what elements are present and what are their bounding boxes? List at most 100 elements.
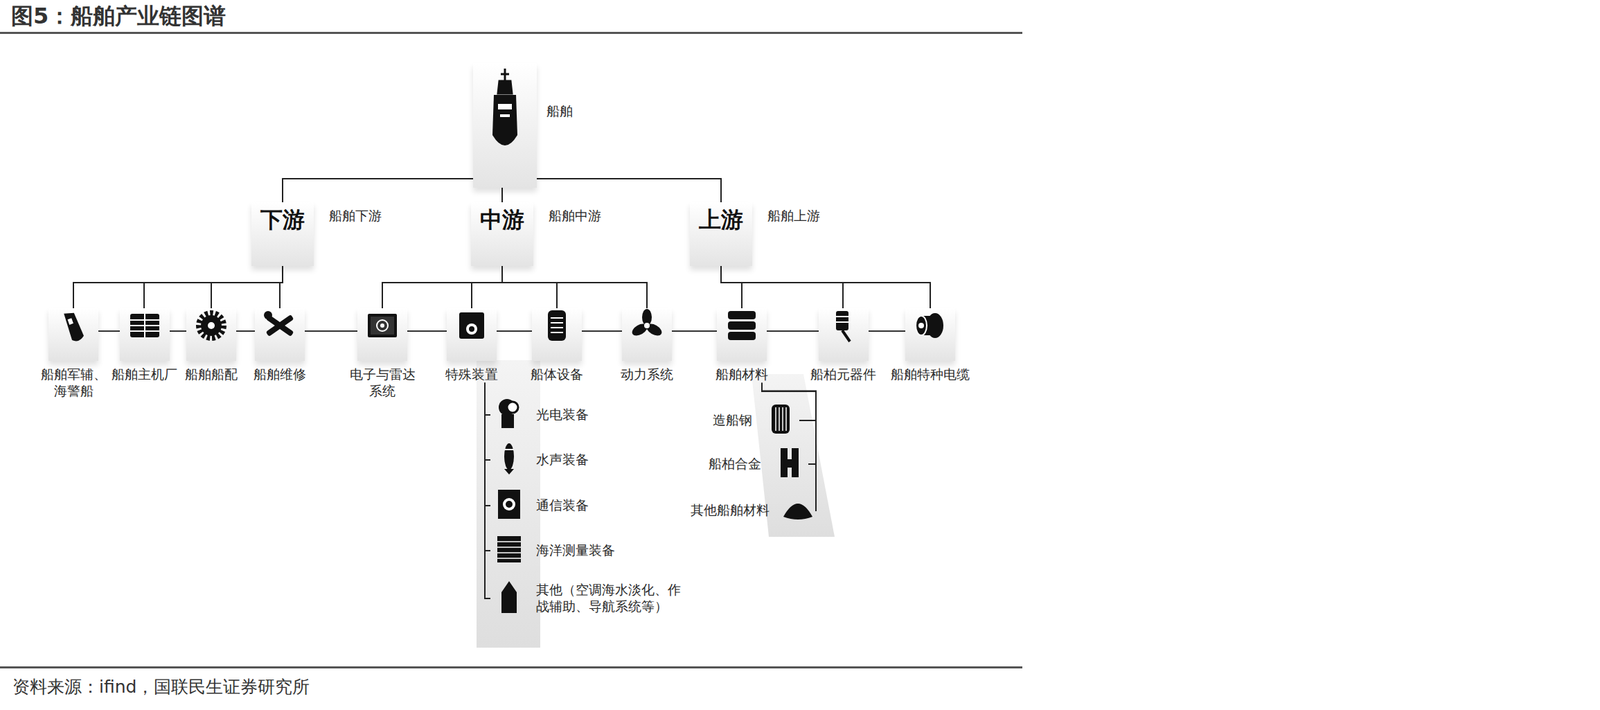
icon-plinth [621,308,672,361]
icon-plinth [446,308,497,361]
node-label: 电子与雷达系统 [347,366,417,400]
node-label: 其他（空调海水淡化、作战辅助、导航系统等） [536,581,686,616]
tree-connector [382,265,503,309]
tree-connector [502,265,647,309]
industry-node: 船舶维修 [253,308,307,384]
chart-title: 图5：船舶产业链图谱 [11,1,226,32]
stage-plinth: 下游 [251,202,314,266]
icon [772,445,807,480]
icon-plinth [119,308,170,361]
industry-node: 通信装备 [490,486,589,525]
industry-node: 其他船舶材料 [690,491,817,530]
node-label: 船柏元器件 [810,366,877,384]
icon [491,486,527,522]
stage-label: 船舶下游 [329,207,382,225]
industry-node: 船舶主机厂 [111,308,178,384]
stage-plinth: 上游 [689,202,753,266]
node-label: 船柏合金 [708,455,762,473]
industry-node: 造船钢 [712,401,800,440]
icon-plinth [818,308,869,361]
node-label: 船体设备 [530,366,584,384]
icon-plinth [490,486,528,525]
tree-connector [502,265,557,309]
tree-connector [721,265,742,309]
icon [262,308,298,343]
icon [491,579,527,615]
icon-plinth [473,63,537,188]
industry-node: 船体设备 [530,308,584,384]
node-label: 水声装备 [536,451,589,469]
tree-connector [484,383,491,551]
tree-connector [484,383,491,415]
industry-node: 动力系统 [620,308,674,384]
node-label: 船舶 [546,103,573,120]
icon [491,396,527,431]
icon [477,65,533,156]
icon [826,308,861,343]
icon-plinth [531,308,582,361]
icon-plinth [254,308,305,361]
stage-label: 船舶中游 [548,207,602,225]
industry-node: 船柏合金 [708,445,809,483]
stage-heading: 中游 [474,202,530,233]
tree-connector [282,178,505,203]
icon-plinth [48,308,99,361]
icon [491,441,527,476]
node-label: 船舶主机厂 [111,366,178,384]
icon-plinth [490,396,528,434]
tree-connector [721,265,931,309]
industry-node: 船舶船配 [184,308,238,384]
stage-heading: 下游 [254,202,311,233]
icon-plinth [490,579,528,618]
icon-plinth [357,308,408,361]
icon [780,491,816,527]
node-label: 船舶维修 [253,366,307,384]
icon [56,308,91,343]
icon [454,308,490,343]
icon-plinth [186,308,237,361]
icon [491,531,527,567]
node-label: 船舶军辅、海警船 [38,366,109,400]
caption-rule [0,666,1023,669]
icon [763,401,798,437]
tree-connector [484,383,491,599]
industry-node: 船舶特种电缆 [890,308,970,384]
icon-plinth [490,441,528,479]
industry-node: 光电装备 [490,396,589,434]
node-label: 动力系统 [620,366,674,384]
industry-node: 其他（空调海水淡化、作战辅助、导航系统等） [490,579,686,618]
icon [193,308,229,343]
node-label: 船舶材料 [715,366,769,384]
tree-connector [504,178,722,203]
industry-node: 海洋测量装备 [490,531,616,570]
tree-connector [484,383,491,460]
title-rule [0,31,1023,34]
icon [127,308,163,343]
node-label: 船舶特种电缆 [890,366,970,384]
industry-node: 船舶军辅、海警船 [38,308,109,400]
node-label: 特殊装置 [445,366,499,384]
tree-connector [211,265,283,309]
node-label: 光电装备 [536,406,589,424]
industry-node: 船柏元器件 [810,308,877,384]
industry-node: 电子与雷达系统 [347,308,417,400]
icon-plinth [490,531,528,570]
node-label: 船舶船配 [184,366,238,384]
node-label: 通信装备 [536,497,589,514]
icon-plinth [770,445,809,483]
node-label: 造船钢 [712,412,753,429]
equipment-column [476,360,541,648]
tree-connector [471,265,503,309]
icon-plinth [779,491,817,530]
icon [912,308,948,343]
tree-connector [761,383,816,465]
node-label: 其他船舶材料 [690,502,770,519]
industry-node: 船舶材料 [715,308,769,384]
industry-node: 中游船舶中游 [470,202,602,266]
icon-plinth [761,401,800,440]
stage-label: 船舶上游 [767,207,821,225]
industry-node: 下游船舶下游 [251,202,382,266]
